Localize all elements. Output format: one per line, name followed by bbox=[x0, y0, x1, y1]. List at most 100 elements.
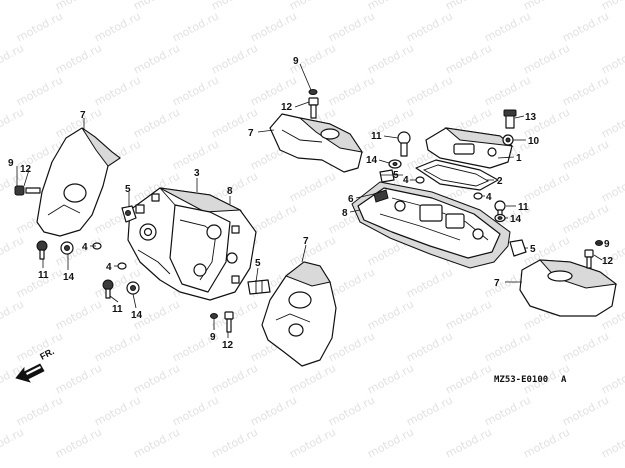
diagram-code: MZ53-E0100 bbox=[494, 375, 548, 385]
watermark-text: motod.ru bbox=[170, 9, 221, 44]
bolt-head bbox=[397, 131, 411, 145]
watermark-text: motod.ru bbox=[560, 9, 611, 44]
callout-14b: 14 bbox=[131, 310, 143, 321]
watermark-text: motod.ru bbox=[0, 0, 26, 13]
watermark-text: motod.ru bbox=[53, 297, 104, 332]
callout-5c: 5 bbox=[393, 170, 399, 181]
watermark-text: motod.ru bbox=[365, 0, 416, 13]
diagram-code-suffix: A bbox=[561, 375, 567, 385]
watermark-text: motod.ru bbox=[209, 361, 260, 396]
callout-3: 3 bbox=[194, 168, 200, 179]
callout-6: 6 bbox=[348, 194, 354, 205]
watermark-text: motod.ru bbox=[53, 233, 104, 268]
callout-4c: 4 bbox=[403, 175, 409, 186]
callout-12c: 12 bbox=[281, 102, 293, 113]
callout-10: 10 bbox=[528, 136, 540, 147]
watermark-text: motod.ru bbox=[209, 0, 260, 13]
watermark-text: motod.ru bbox=[209, 425, 260, 460]
watermark-text: motod.ru bbox=[14, 393, 65, 428]
callout-9b: 9 bbox=[210, 332, 216, 343]
sealing-washer bbox=[14, 185, 25, 196]
watermark-text: motod.ru bbox=[482, 329, 533, 364]
watermark-text: motod.ru bbox=[170, 73, 221, 108]
callout-7a: 7 bbox=[80, 110, 86, 121]
watermark-text: motod.ru bbox=[443, 425, 494, 460]
bolt-group-right bbox=[584, 240, 603, 269]
watermark-text: motod.ru bbox=[521, 425, 572, 460]
callout-7c: 7 bbox=[248, 128, 254, 139]
watermark-text: motod.ru bbox=[287, 169, 338, 204]
watermark-text: motod.ru bbox=[443, 41, 494, 76]
watermark-text: motod.ru bbox=[131, 0, 182, 13]
callout-4a: 4 bbox=[82, 242, 88, 253]
bolt-head bbox=[308, 97, 319, 106]
watermark-text: motod.ru bbox=[365, 361, 416, 396]
watermark-text: motod.ru bbox=[482, 73, 533, 108]
callout-12d: 12 bbox=[602, 256, 614, 267]
watermark-text: motod.ru bbox=[365, 297, 416, 332]
upper-center-head-cover bbox=[269, 113, 364, 173]
o-ring bbox=[415, 176, 425, 184]
bolt-group-upper-right bbox=[388, 131, 411, 169]
watermark-text: motod.ru bbox=[404, 329, 455, 364]
leader-lines bbox=[16, 63, 603, 338]
callout-14d: 14 bbox=[510, 214, 522, 225]
callout-9c: 9 bbox=[293, 56, 299, 67]
callout-4d: 4 bbox=[486, 192, 492, 203]
watermark-text: motod.ru bbox=[287, 233, 338, 268]
watermark-text: motod.ru bbox=[443, 361, 494, 396]
watermark-text: motod.ru bbox=[521, 41, 572, 76]
callout-9d: 9 bbox=[604, 239, 610, 250]
o-ring bbox=[117, 262, 127, 270]
watermark-text: motod.ru bbox=[287, 361, 338, 396]
watermark-text: motod.ru bbox=[170, 393, 221, 428]
watermark-text: motod.ru bbox=[599, 169, 625, 204]
watermark-text: motod.ru bbox=[53, 0, 104, 13]
watermark-text: motod.ru bbox=[0, 425, 26, 460]
watermark-text: motod.ru bbox=[560, 137, 611, 172]
watermark-text: motod.ru bbox=[599, 41, 625, 76]
watermark-text: motod.ru bbox=[92, 9, 143, 44]
watermark-text: motod.ru bbox=[326, 265, 377, 300]
watermark-text: motod.ru bbox=[443, 297, 494, 332]
callout-5a: 5 bbox=[125, 184, 131, 195]
watermark-text: motod.ru bbox=[0, 41, 26, 76]
sealing-washer bbox=[308, 89, 318, 95]
watermark-text: motod.ru bbox=[14, 73, 65, 108]
watermark-text: motod.ru bbox=[53, 41, 104, 76]
watermark-text: motod.ru bbox=[443, 0, 494, 13]
watermark-text: motod.ru bbox=[131, 41, 182, 76]
watermark-text: motod.ru bbox=[326, 73, 377, 108]
watermark-text: motod.ru bbox=[326, 329, 377, 364]
watermark-text: motod.ru bbox=[131, 105, 182, 140]
watermark-text: motod.ru bbox=[209, 41, 260, 76]
watermark-text: motod.ru bbox=[560, 201, 611, 236]
watermark-text: motod.ru bbox=[92, 73, 143, 108]
callout-4b: 4 bbox=[106, 262, 112, 273]
bolt-head bbox=[584, 249, 594, 258]
watermark-text: motod.ru bbox=[0, 105, 26, 140]
o-ring bbox=[473, 192, 483, 200]
callout-7d: 7 bbox=[494, 278, 500, 289]
watermark-text: motod.ru bbox=[248, 9, 299, 44]
watermark-text: motod.ru bbox=[92, 393, 143, 428]
callout-12a: 12 bbox=[20, 164, 32, 175]
callout-14a: 14 bbox=[63, 272, 75, 283]
watermark-text: motod.ru bbox=[92, 329, 143, 364]
watermark-text: motod.ru bbox=[14, 329, 65, 364]
watermark-text: motod.ru bbox=[404, 265, 455, 300]
callout-7b: 7 bbox=[303, 236, 309, 247]
callout-11b: 11 bbox=[112, 304, 123, 315]
watermark-text: motod.ru bbox=[482, 393, 533, 428]
watermark-text: motod.ru bbox=[365, 425, 416, 460]
watermark-text: motod.ru bbox=[14, 9, 65, 44]
callout-8b: 8 bbox=[342, 208, 348, 219]
callout-9a: 9 bbox=[8, 158, 14, 169]
callout-5b: 5 bbox=[255, 258, 261, 269]
bolt bbox=[25, 187, 41, 194]
callout-2: 2 bbox=[497, 176, 503, 187]
front-direction-indicator: FR. bbox=[15, 346, 56, 383]
sealing-washer bbox=[210, 313, 218, 319]
watermark-text: motod.ru bbox=[560, 73, 611, 108]
